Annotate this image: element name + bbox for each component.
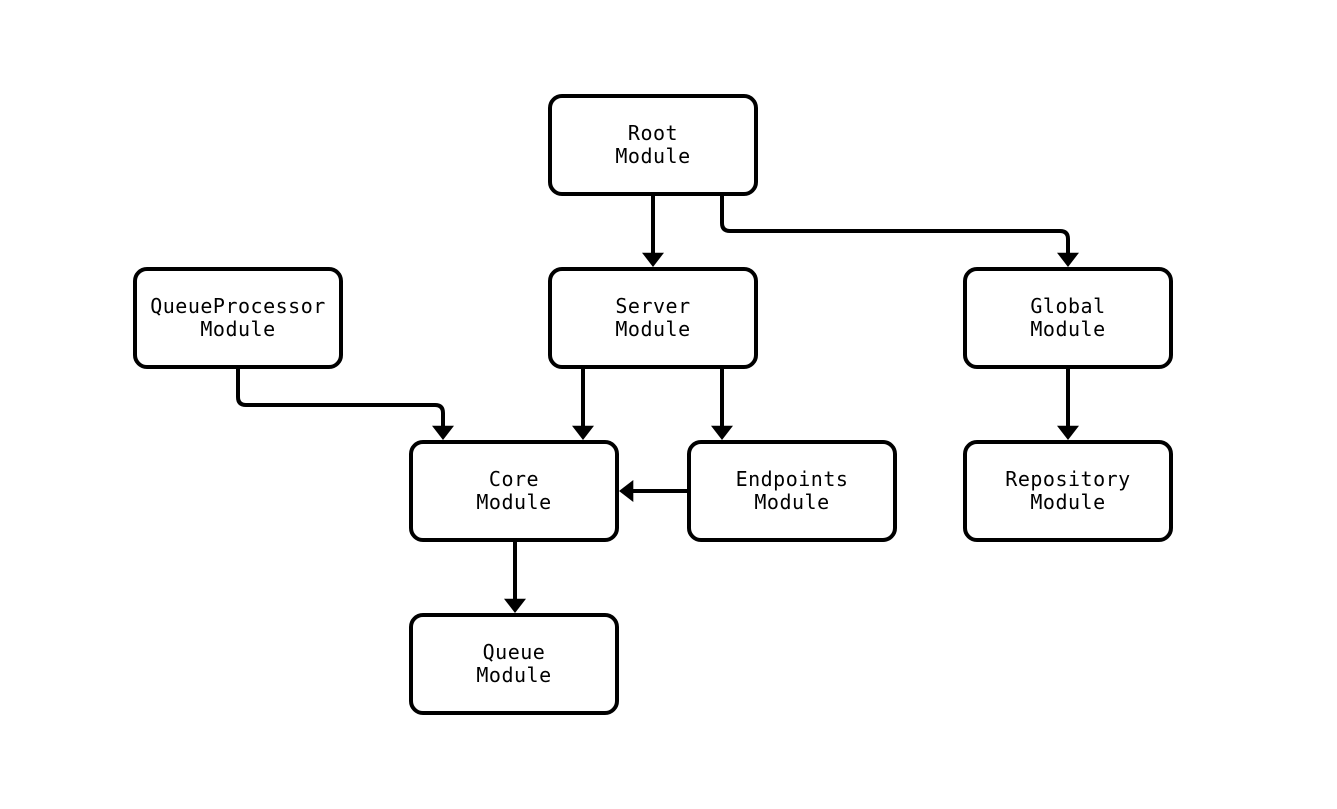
node-label-secondary: Module xyxy=(615,144,691,168)
arrowhead-root-global xyxy=(1057,252,1079,267)
node-label-primary: Core xyxy=(488,467,540,491)
arrowhead-root-server xyxy=(642,252,664,267)
node-label-secondary: Module xyxy=(476,663,552,687)
edge-queueprocessor-core xyxy=(236,369,445,432)
arrowhead-server-core xyxy=(572,425,594,440)
node-label-secondary: Module xyxy=(615,317,691,341)
arrowhead-endpoints-core xyxy=(619,480,634,502)
node-label-secondary: Module xyxy=(200,317,276,341)
node-label-primary: Endpoints xyxy=(735,467,849,491)
node-label-secondary: Module xyxy=(476,490,552,514)
node-label-secondary: Module xyxy=(1030,490,1106,514)
node-label-secondary: Module xyxy=(1030,317,1106,341)
arrowhead-server-endpoints xyxy=(711,425,733,440)
node-label-primary: Queue xyxy=(482,640,546,664)
node-label-secondary: Module xyxy=(754,490,830,514)
node-label-primary: Root xyxy=(627,121,679,145)
arrowhead-core-queue xyxy=(504,598,526,613)
node-label-primary: Global xyxy=(1030,294,1106,318)
arrowhead-queueprocessor-core xyxy=(432,425,454,440)
node-label-primary: Server xyxy=(615,294,691,318)
node-label-primary: QueueProcessor xyxy=(150,294,326,318)
arrowhead-global-repository xyxy=(1057,425,1079,440)
edge-root-global xyxy=(720,196,1070,259)
node-label-primary: Repository xyxy=(1005,467,1131,491)
